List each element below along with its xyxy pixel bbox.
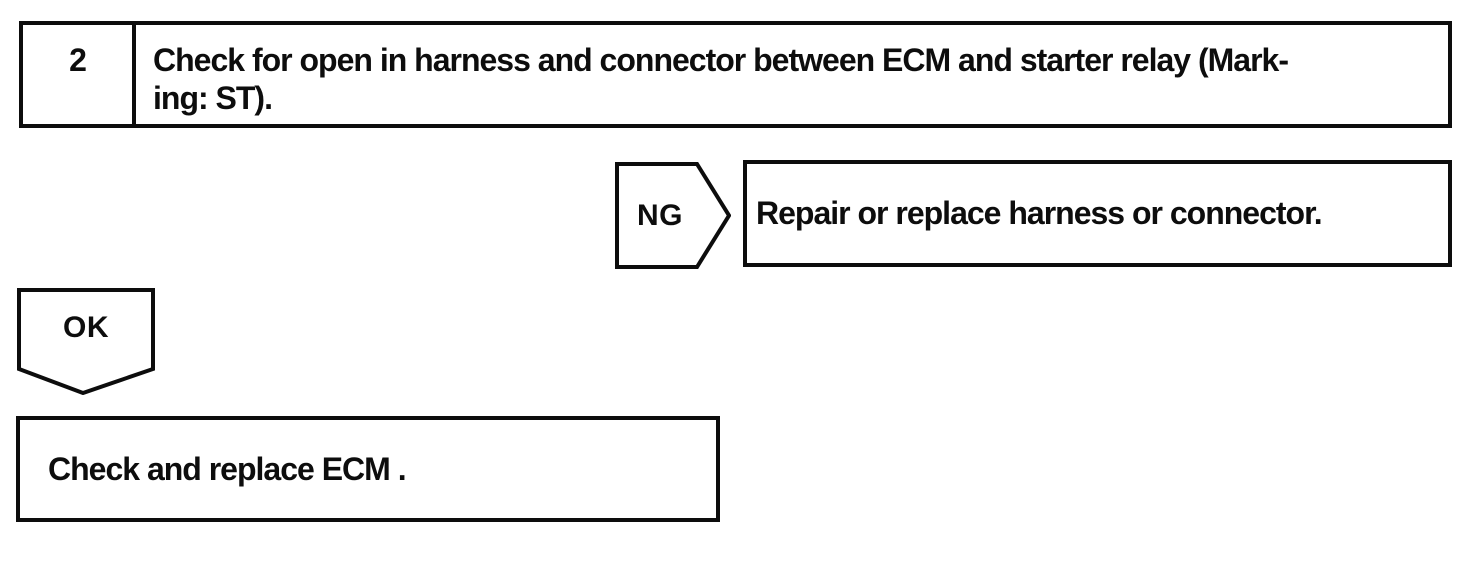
ok-label: OK — [63, 310, 109, 344]
step-instruction-line-1: Check for open in harness and connector … — [153, 42, 1289, 78]
ng-arrow-shape: NG — [615, 162, 731, 269]
step-box: 2 Check for open in harness and connecto… — [19, 21, 1452, 128]
ok-pentagon-icon — [17, 288, 155, 395]
step-number: 2 — [23, 25, 136, 124]
ng-action-text: Repair or replace harness or connector. — [756, 195, 1323, 231]
ng-pentagon-icon — [615, 162, 731, 269]
ok-action-box: Check and replace ECM . — [16, 416, 720, 522]
step-instruction: Check for open in harness and connector … — [136, 25, 1448, 124]
ok-arrow-shape: OK — [17, 288, 155, 395]
step-instruction-line-2: ing: ST). — [153, 80, 273, 116]
ng-action-box: Repair or replace harness or connector. — [743, 160, 1452, 267]
ok-action-text: Check and replace ECM . — [48, 450, 407, 487]
ng-label: NG — [637, 198, 683, 232]
